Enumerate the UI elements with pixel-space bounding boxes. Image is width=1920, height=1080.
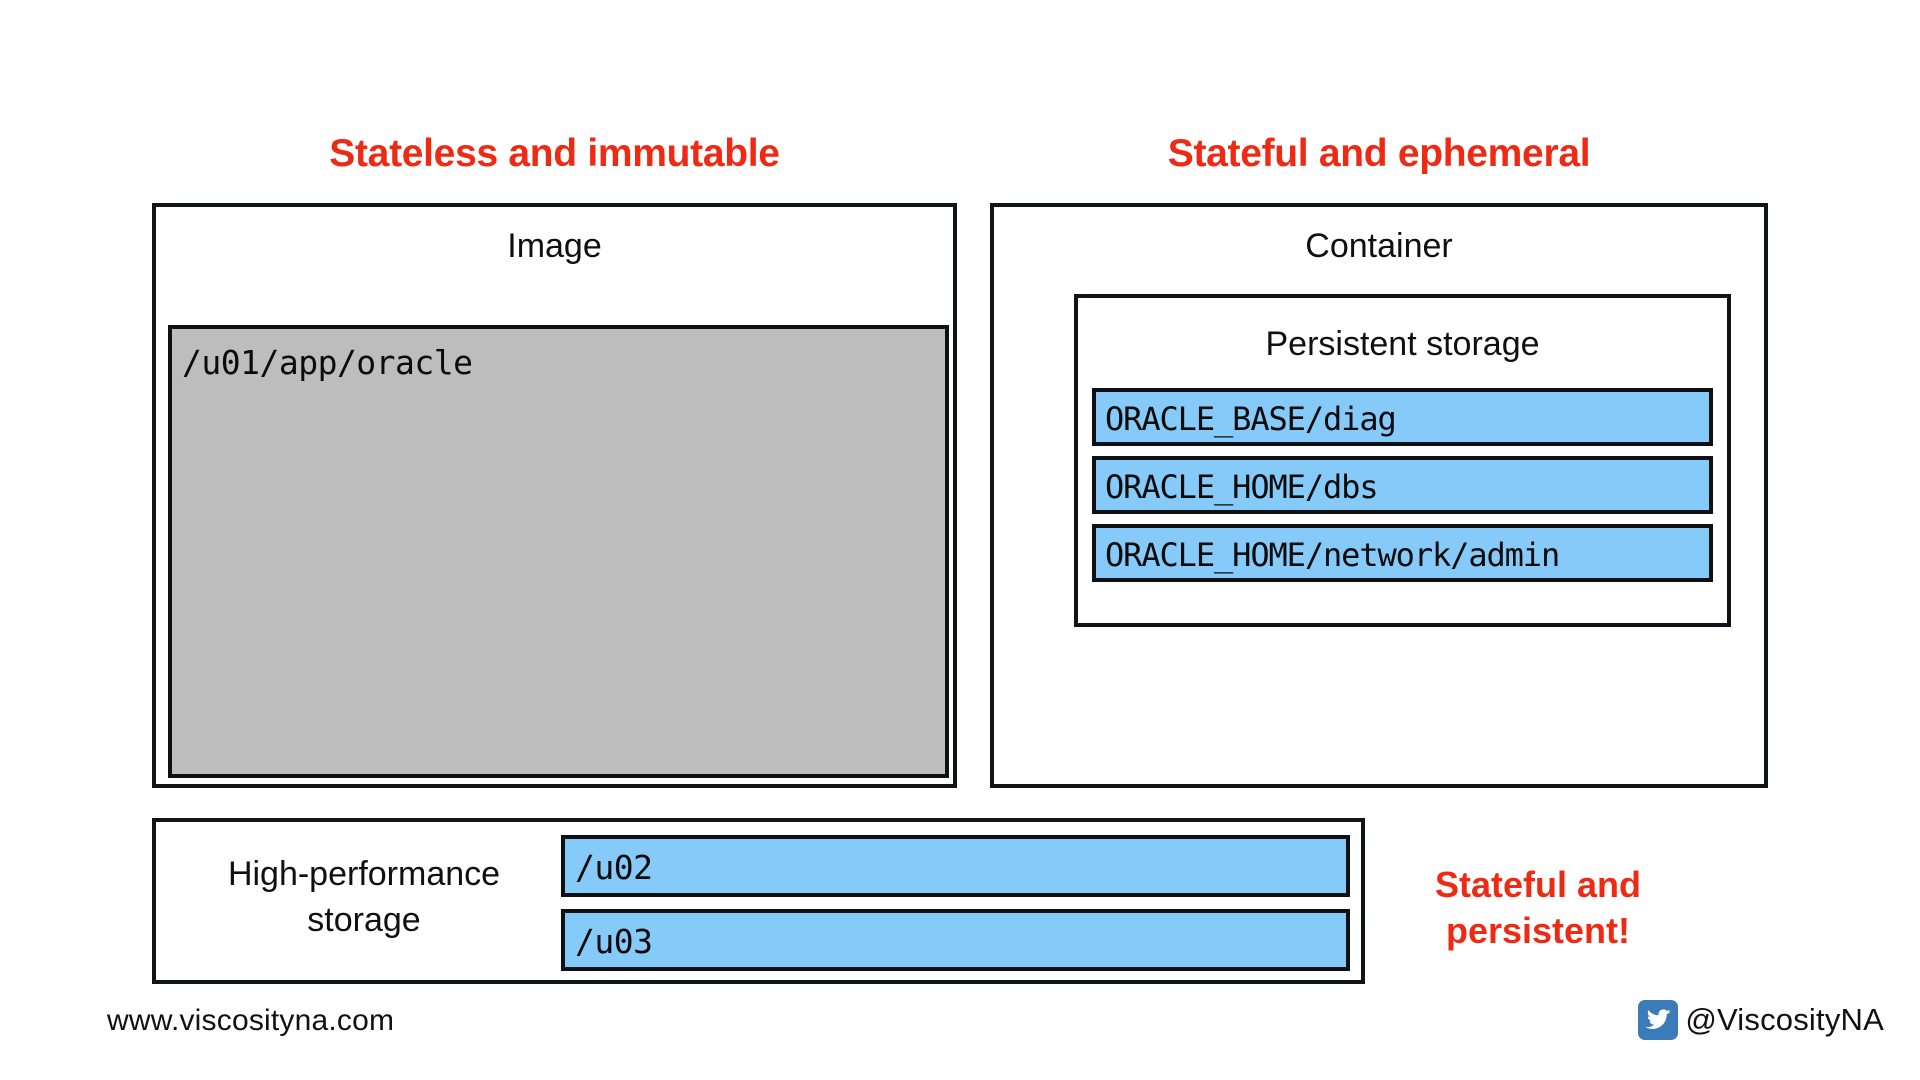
container-panel-title: Container	[1305, 227, 1453, 265]
image-panel-title: Image	[507, 227, 602, 265]
persistent-storage-title: Persistent storage	[1265, 325, 1540, 363]
high-performance-volume-list: /u02 /u03	[561, 835, 1350, 971]
heading-stateless-immutable: Stateless and immutable	[329, 132, 780, 175]
high-performance-storage-label: High-performance storage	[174, 852, 554, 944]
image-panel: Image /u01/app/oracle	[152, 203, 957, 788]
persistent-volume-item: ORACLE_HOME/dbs	[1092, 456, 1713, 514]
high-performance-storage-panel: High-performance storage /u02 /u03	[152, 818, 1365, 984]
persistent-storage-panel: Persistent storage ORACLE_BASE/diag ORAC…	[1074, 294, 1731, 627]
heading-stateful-ephemeral: Stateful and ephemeral	[1167, 132, 1591, 175]
high-performance-volume-label: /u03	[575, 922, 653, 961]
footer-social: @ViscosityNA	[1638, 1000, 1884, 1040]
persistent-volume-label: ORACLE_HOME/network/admin	[1105, 536, 1560, 574]
persistent-volume-item: ORACLE_BASE/diag	[1092, 388, 1713, 446]
container-panel: Container Persistent storage ORACLE_BASE…	[990, 203, 1768, 788]
high-performance-volume-label: /u02	[575, 848, 653, 887]
hp-label-line2: storage	[307, 900, 421, 939]
hp-label-line1: High-performance	[227, 855, 501, 893]
footer-website-url: www.viscosityna.com	[107, 1004, 395, 1037]
twitter-icon	[1638, 1000, 1679, 1040]
persistent-volume-label: ORACLE_HOME/dbs	[1105, 468, 1379, 506]
image-layer-box: /u01/app/oracle	[168, 325, 949, 778]
image-layer-path: /u01/app/oracle	[182, 343, 473, 382]
high-performance-volume-item: /u02	[561, 835, 1350, 897]
persistent-volume-item: ORACLE_HOME/network/admin	[1092, 524, 1713, 582]
note-line2: persistent!	[1445, 910, 1631, 952]
footer-social-handle: @ViscosityNA	[1685, 1002, 1884, 1037]
persistent-volume-label: ORACLE_BASE/diag	[1105, 400, 1397, 438]
note-line1: Stateful and	[1434, 864, 1641, 905]
persistent-volume-list: ORACLE_BASE/diag ORACLE_HOME/dbs ORACLE_…	[1092, 388, 1713, 582]
note-stateful-persistent: Stateful and persistent!	[1388, 862, 1688, 954]
high-performance-volume-item: /u03	[561, 909, 1350, 971]
